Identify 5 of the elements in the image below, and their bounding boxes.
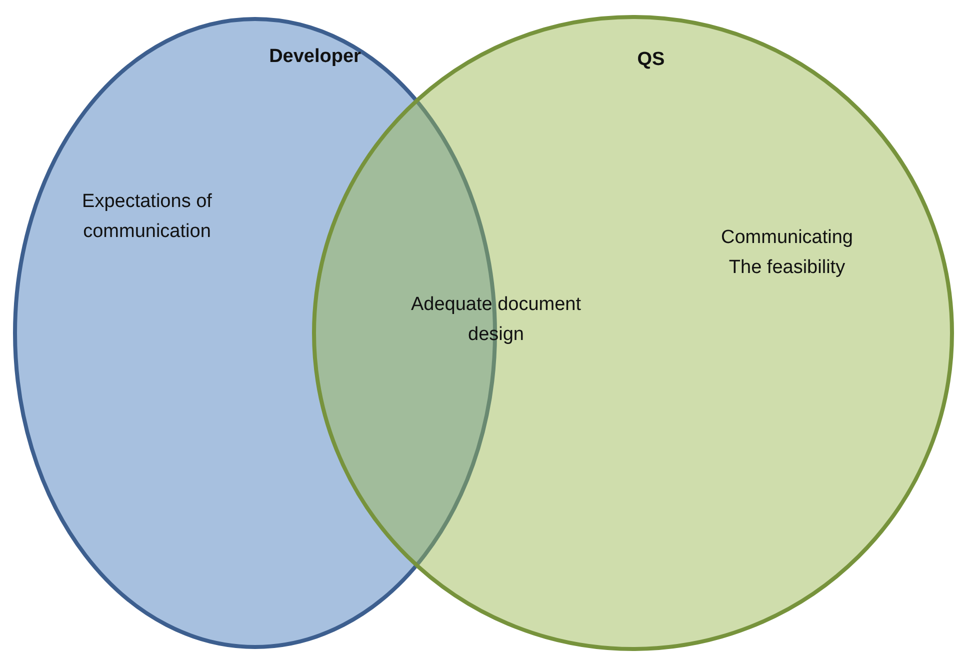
circle-heading: Developer bbox=[268, 45, 362, 69]
circle-heading: QS bbox=[636, 48, 666, 72]
circle-text: Expectations of communication bbox=[81, 190, 213, 244]
circle-text: Communicating The feasibility bbox=[720, 226, 854, 280]
overlap-text: Adequate document design bbox=[410, 293, 582, 347]
